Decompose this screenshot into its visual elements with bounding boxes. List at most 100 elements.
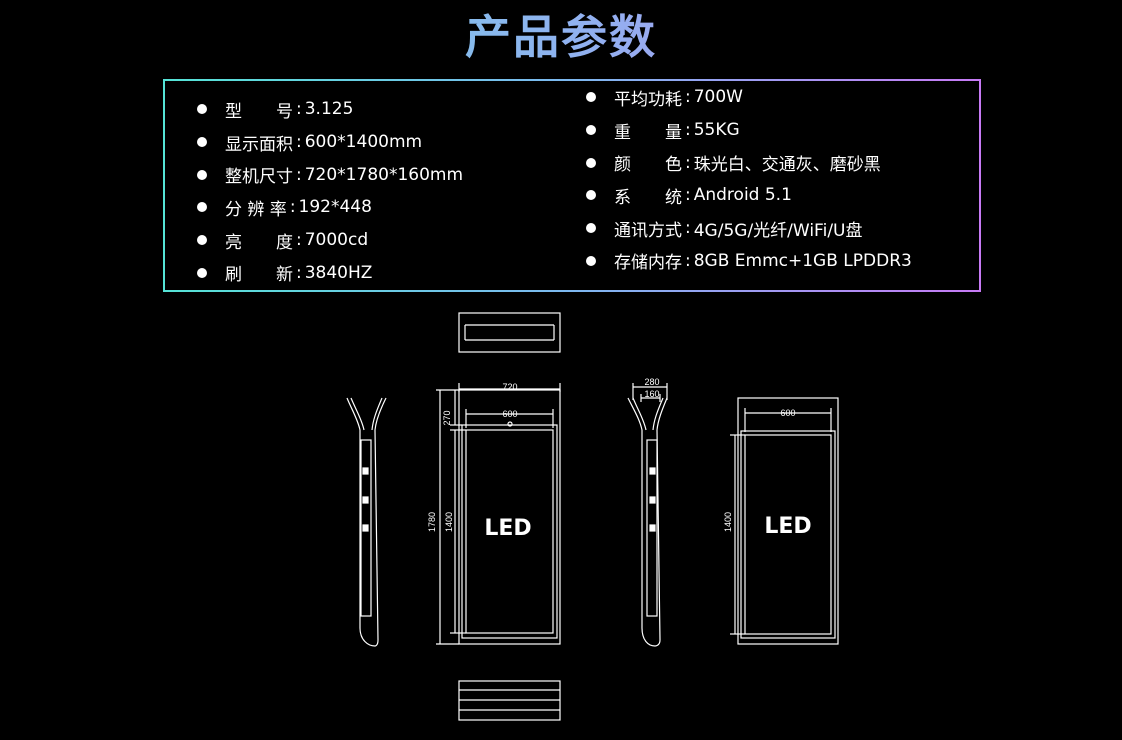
dim-label-side-inner: 160 <box>644 389 659 399</box>
led-label-front: LED <box>484 516 531 541</box>
dim-label-front-width: 720 <box>502 382 517 392</box>
port-icon <box>362 496 369 504</box>
sensor-icon <box>507 421 513 427</box>
port-icon <box>362 524 369 532</box>
spec-separator: : <box>296 164 302 185</box>
spec-label: 刷 新 <box>225 265 293 286</box>
side-profile-outline <box>627 397 656 647</box>
bullet-icon <box>586 223 596 234</box>
side-profile-outline <box>350 397 365 431</box>
side-profile-outline <box>654 397 668 647</box>
side-profile-outline <box>632 397 647 431</box>
bullet-icon <box>197 169 207 180</box>
top-view <box>458 312 561 353</box>
spec-separator: : <box>685 120 691 141</box>
side-profile-outline <box>374 397 387 647</box>
dim-label-top-height: 270 <box>442 410 452 425</box>
spec-value: 720*1780*160mm <box>304 164 464 185</box>
side-profile-right <box>627 383 668 647</box>
spec-label: 通讯方式 <box>614 220 682 241</box>
bottom-view <box>458 680 561 721</box>
spec-label: 显示面积 <box>225 134 293 155</box>
side-profile-left <box>346 397 387 647</box>
spec-row: 存储内存:8GB Emmc+1GB LPDDR3 <box>586 244 912 277</box>
back-view <box>730 397 839 645</box>
spec-label: 分 辨 率 <box>225 199 287 220</box>
spec-row: 亮 度:7000cd <box>197 224 463 257</box>
screen-outer <box>461 424 558 639</box>
spec-value: 8GB Emmc+1GB LPDDR3 <box>693 250 912 271</box>
spec-list-right: 平均功耗:700W 重 量:55KG 颜 色:珠光白、交通灰、磨砂黑 系 统:A… <box>586 81 912 277</box>
spec-row: 颜 色:珠光白、交通灰、磨砂黑 <box>586 146 912 179</box>
spec-label: 颜 色 <box>614 155 682 176</box>
spec-separator: : <box>296 262 302 283</box>
spec-separator: : <box>296 230 302 251</box>
spec-label: 亮 度 <box>225 232 293 253</box>
bullet-icon <box>197 137 207 148</box>
dim-label-total-height: 1780 <box>427 512 437 532</box>
port-icon <box>649 467 656 475</box>
bullet-icon <box>586 190 596 201</box>
spec-label: 整机尺寸 <box>225 167 293 188</box>
dim-label-back-width: 600 <box>780 408 795 418</box>
page-title: 产品参数 <box>0 6 1122 68</box>
spec-row: 型 号:3.125 <box>197 93 463 126</box>
spec-row: 平均功耗:700W <box>586 81 912 114</box>
side-profile-outline <box>371 397 383 431</box>
spec-value: 7000cd <box>304 230 369 251</box>
spec-label: 平均功耗 <box>614 89 682 110</box>
spec-row: 整机尺寸:720*1780*160mm <box>197 158 463 191</box>
spec-value: Android 5.1 <box>693 185 792 206</box>
spec-list-left: 型 号:3.125 显示面积:600*1400mm 整机尺寸:720*1780*… <box>197 93 463 289</box>
bullet-icon <box>197 202 207 213</box>
dim-label-screen-height: 1400 <box>444 512 454 532</box>
bullet-icon <box>197 235 207 246</box>
bullet-icon <box>586 255 596 266</box>
spec-separator: : <box>685 87 691 108</box>
spec-label: 型 号 <box>225 101 293 122</box>
back-screen-outer <box>740 430 836 639</box>
spec-value: 55KG <box>693 120 740 141</box>
spec-row: 通讯方式:4G/5G/光纤/WiFi/U盘 <box>586 212 912 245</box>
port-icon <box>362 467 369 475</box>
spec-value: 600*1400mm <box>304 132 423 153</box>
spec-separator: : <box>685 250 691 271</box>
front-outline <box>458 389 561 645</box>
back-outline <box>737 397 839 645</box>
spec-value: 192*448 <box>298 197 372 218</box>
led-label-back: LED <box>764 514 811 539</box>
spec-separator: : <box>685 218 691 239</box>
spec-separator: : <box>685 185 691 206</box>
spec-panel: 型 号:3.125 显示面积:600*1400mm 整机尺寸:720*1780*… <box>163 79 981 292</box>
spec-separator: : <box>296 132 302 153</box>
bullet-icon <box>586 157 596 168</box>
spec-row: 显示面积:600*1400mm <box>197 126 463 159</box>
spec-separator: : <box>296 99 302 120</box>
spec-separator: : <box>289 197 296 218</box>
spec-row: 重 量:55KG <box>586 114 912 147</box>
side-panel <box>360 439 372 617</box>
dim-label-screen-width: 600 <box>502 409 517 419</box>
dim-label-back-height: 1400 <box>723 512 733 532</box>
front-view <box>436 383 561 645</box>
port-icon <box>649 524 656 532</box>
spec-value: 3840HZ <box>304 262 373 283</box>
dim-label-side-outer: 280 <box>644 377 659 387</box>
screen-inner <box>465 429 554 634</box>
spec-row: 刷 新:3840HZ <box>197 256 463 289</box>
bullet-icon <box>197 267 207 278</box>
side-profile-outline <box>652 397 664 431</box>
spec-value: 珠光白、交通灰、磨砂黑 <box>693 155 881 176</box>
top-view-outline <box>458 312 561 353</box>
spec-row: 分 辨 率:192*448 <box>197 191 463 224</box>
spec-label: 存储内存 <box>614 253 682 274</box>
spec-label: 系 统 <box>614 187 682 208</box>
back-screen-inner <box>744 434 832 635</box>
bullet-icon <box>586 125 596 136</box>
bullet-icon <box>586 92 596 103</box>
spec-value: 700W <box>693 87 743 108</box>
spec-separator: : <box>685 152 691 173</box>
side-panel <box>646 439 658 617</box>
spec-label: 重 量 <box>614 122 682 143</box>
